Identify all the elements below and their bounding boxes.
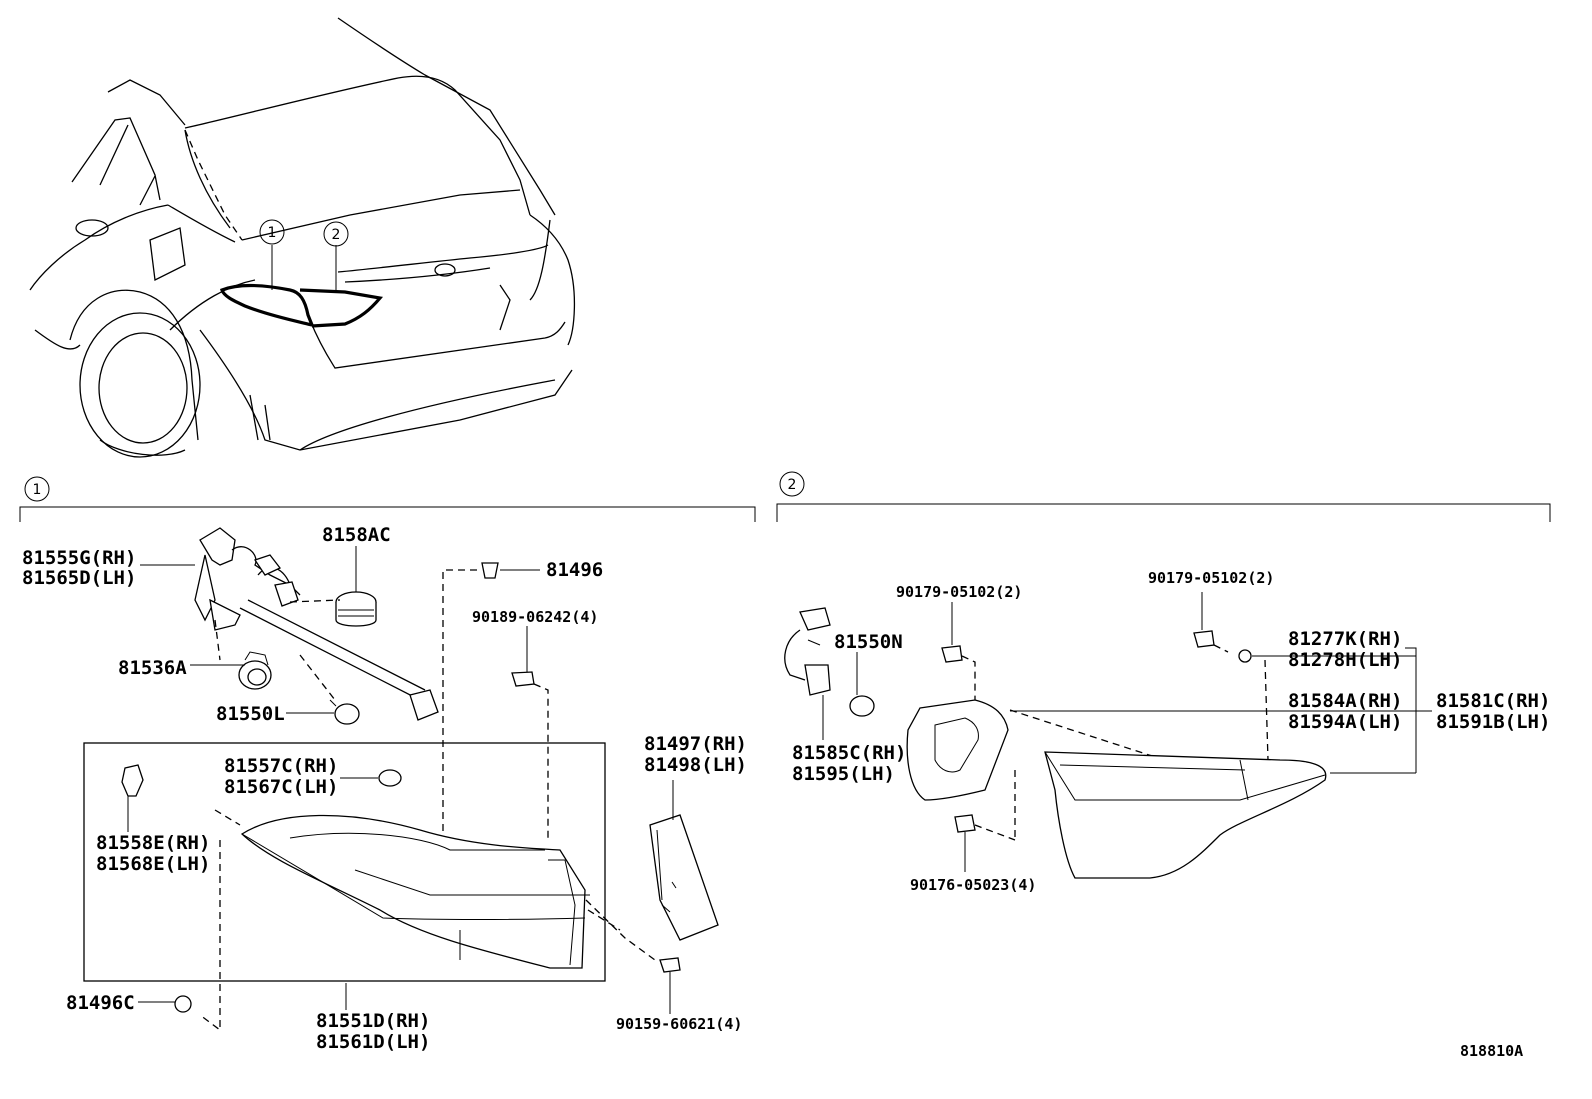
label-81496: 81496 [546, 559, 603, 581]
rear-combination-lamp [240, 814, 590, 969]
label-81568e: 81568E(LH) [96, 853, 210, 875]
socket-wire-assembly [194, 527, 439, 721]
label-81561d: 81561D(LH) [316, 1031, 430, 1053]
car-rear-view: 1 2 [29, 17, 576, 458]
label-81594a: 81594A(LH) [1288, 711, 1402, 733]
car-callout-2: 2 [332, 227, 341, 243]
label-81595: 81595(LH) [792, 763, 895, 785]
label-81498: 81498(LH) [644, 754, 747, 776]
label-90179-left: 90179-05102(2) [896, 583, 1022, 601]
label-81277k: 81277K(RH) [1288, 628, 1402, 650]
section-1: 1 [19, 476, 756, 1032]
label-81536a: 81536A [118, 657, 187, 679]
label-81551d: 81551D(RH) [316, 1010, 430, 1032]
car-callout-1: 1 [268, 225, 277, 241]
label-81550l: 81550L [216, 703, 285, 725]
label-81584a: 81584A(RH) [1288, 690, 1402, 712]
labels: 81555G(RH) 81565D(LH) 8158AC 81496 90189… [22, 524, 1550, 1060]
label-81278h: 81278H(LH) [1288, 649, 1402, 671]
label-81496c: 81496C [66, 992, 135, 1014]
label-90159: 90159-60621(4) [616, 1015, 742, 1033]
side-reflector-81497 [649, 780, 719, 941]
label-90179-right: 90179-05102(2) [1148, 569, 1274, 587]
label-81497: 81497(RH) [644, 733, 747, 755]
label-81567c: 81567C(LH) [224, 776, 338, 798]
label-81565d: 81565D(LH) [22, 567, 136, 589]
section-2-callout: 2 [788, 477, 797, 493]
label-81555g: 81555G(RH) [22, 547, 136, 569]
label-8158ac: 8158AC [322, 524, 391, 546]
label-81585c: 81585C(RH) [792, 742, 906, 764]
socket-wire-81585c [784, 607, 831, 740]
label-81581c: 81581C(RH) [1436, 690, 1550, 712]
section-2: 2 [776, 471, 1551, 879]
label-81591b: 81591B(LH) [1436, 711, 1550, 733]
label-90189: 90189-06242(4) [472, 608, 598, 626]
section-1-callout: 1 [33, 482, 42, 498]
diagram-id: 818810A [1460, 1042, 1523, 1060]
bulb-81550l [329, 699, 360, 725]
grommet-81536a [238, 651, 272, 690]
label-81558e: 81558E(RH) [96, 832, 210, 854]
label-90176: 90176-05023(4) [910, 876, 1036, 894]
gasket-81584a [906, 699, 1009, 801]
label-81550n: 81550N [834, 631, 903, 653]
socket-8158ac [335, 546, 377, 627]
back-door-lamp-81581c [1044, 751, 1327, 879]
label-81557c: 81557C(RH) [224, 755, 338, 777]
